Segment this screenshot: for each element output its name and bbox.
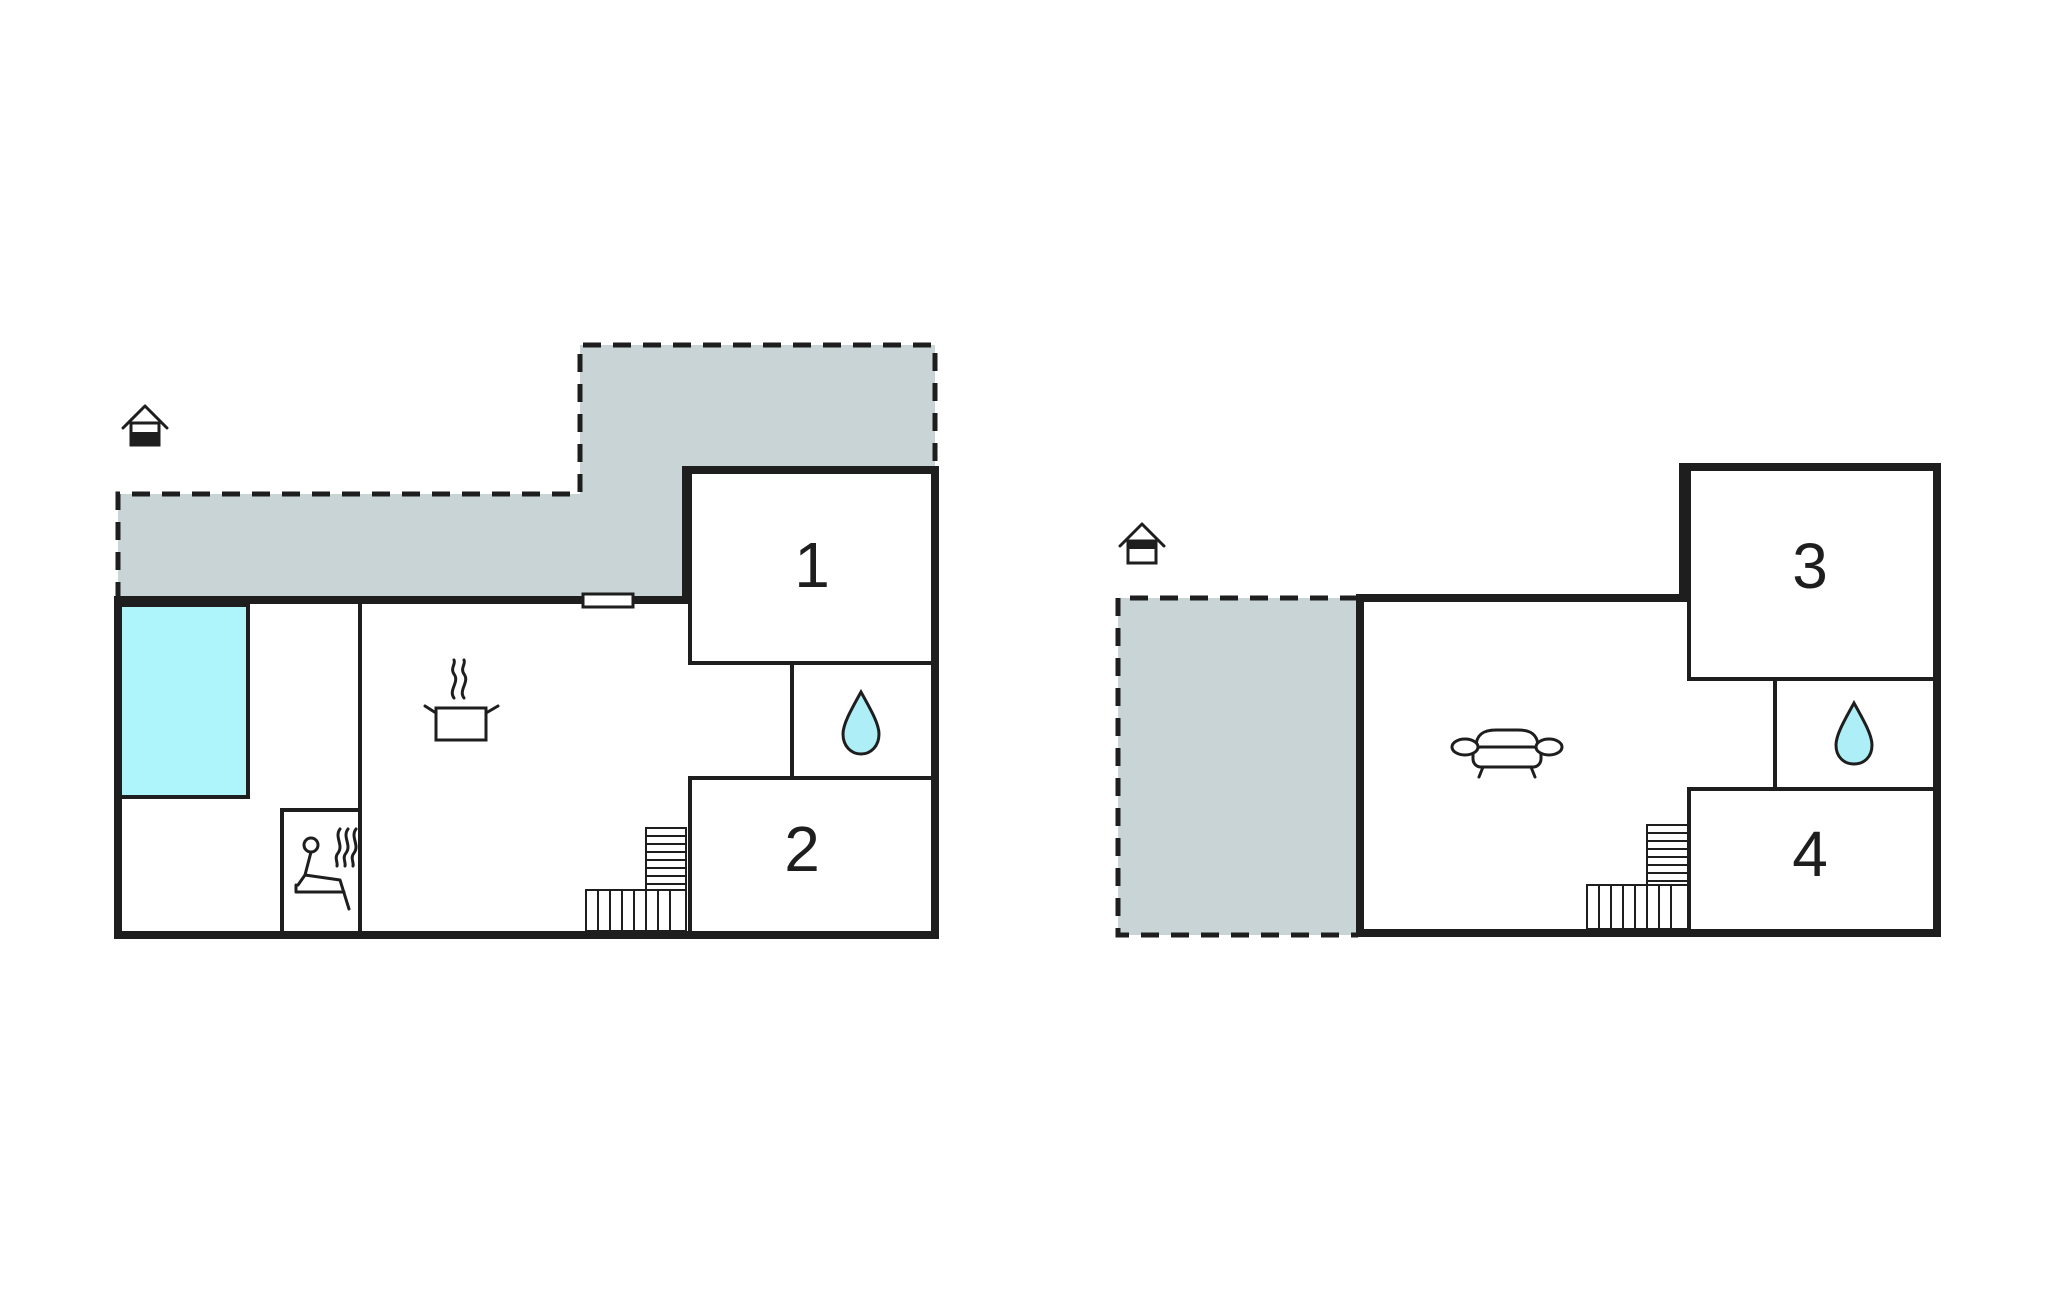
floor-plan-ground: 1 2 [114, 342, 939, 939]
room-label-1: 1 [794, 529, 830, 601]
stairs-1 [585, 827, 687, 932]
room-label-4: 4 [1792, 818, 1828, 890]
sauna-icon [294, 827, 358, 911]
terrace-area-2 [1118, 598, 1358, 935]
terrace-area-1 [118, 345, 935, 600]
terrace-outline-2 [1115, 595, 1358, 938]
wall [280, 808, 360, 931]
window [581, 592, 635, 609]
outer-wall-1 [114, 466, 939, 939]
room-label-3: 3 [1792, 530, 1828, 602]
floor-plan-upper: 3 4 [1115, 463, 1941, 938]
outer-wall-2 [1356, 463, 1941, 937]
stairs-2 [1586, 824, 1690, 930]
terrace-outline-1 [115, 342, 938, 600]
room-label-2: 2 [784, 813, 820, 885]
house-entrance-icon [1118, 522, 1166, 565]
house-entrance-icon [121, 404, 169, 447]
water-drop-icon [841, 688, 881, 756]
pool [118, 603, 250, 799]
sofa-icon [1450, 728, 1564, 779]
cooking-pot-icon [423, 658, 500, 742]
water-drop-icon [1834, 699, 1874, 766]
wall [688, 776, 931, 931]
wall [688, 470, 931, 665]
wall [1687, 471, 1933, 681]
